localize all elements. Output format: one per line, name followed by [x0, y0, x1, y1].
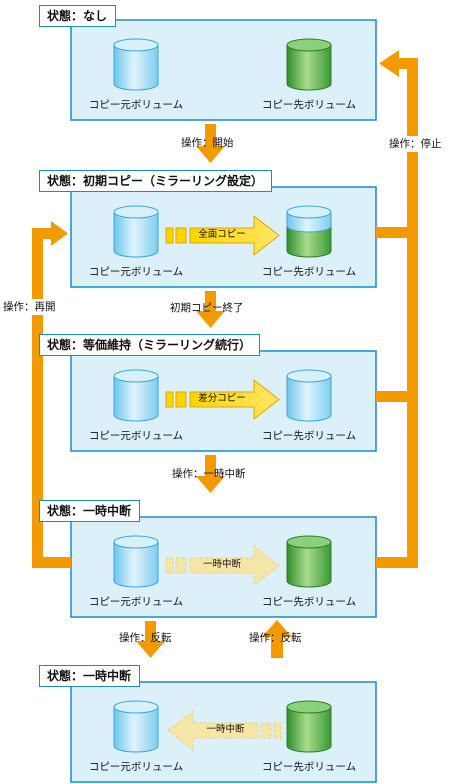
state-title: 状態：初期コピー（ミラーリング設定） [39, 170, 273, 192]
pause-down-arrow [196, 455, 225, 493]
initial-copy-done-label: 初期コピー終了 [170, 302, 244, 314]
reverse-down-arrow [136, 621, 165, 658]
destination-volume-icon [286, 369, 332, 422]
destination-volume-icon [286, 535, 332, 588]
stop-operation-label: 操作：停止 [387, 136, 444, 152]
source-volume-icon [113, 369, 159, 422]
source-volume-label: コピー元ボリューム [88, 761, 184, 773]
source-volume-label: コピー元ボリューム [88, 266, 184, 278]
stop-flow-arrow [376, 50, 418, 568]
source-volume-icon [113, 700, 159, 753]
paused-reverse-arrow [167, 709, 282, 752]
state-title: 状態：一時中断 [39, 665, 141, 687]
source-volume-label: コピー元ボリューム [88, 99, 184, 111]
source-volume-icon [113, 205, 159, 258]
paused-copy-arrow [165, 544, 280, 587]
destination-volume-label: コピー先ボリューム [261, 761, 357, 773]
differential-copy-arrow [165, 378, 280, 421]
initial-copy-done-down-arrow [196, 291, 225, 328]
source-volume-icon [113, 535, 159, 588]
reverse-operation-label-left: 操作：反転 [119, 632, 172, 644]
state-title: 状態：等価維持（ミラーリング続行） [39, 334, 261, 356]
pause-operation-label: 操作：一時中断 [172, 468, 246, 480]
full-copy-arrow [165, 214, 280, 257]
state-title: 状態：なし [39, 5, 117, 27]
destination-volume-label: コピー先ボリューム [261, 430, 357, 442]
paused-copy-label: 一時中断 [202, 559, 241, 570]
resume-flow-arrow [32, 221, 71, 568]
destination-volume-label: コピー先ボリューム [261, 596, 357, 608]
state-title: 状態：一時中断 [39, 500, 141, 522]
destination-volume-label: コピー先ボリューム [261, 99, 357, 111]
destination-volume-icon [286, 38, 332, 91]
reverse-up-arrow [262, 620, 292, 658]
destination-volume-label: コピー先ボリューム [261, 266, 357, 278]
start-operation-label: 操作：開始 [181, 137, 234, 149]
source-volume-label: コピー元ボリューム [88, 596, 184, 608]
differential-copy-label: 差分コピー [198, 393, 246, 404]
reverse-operation-label-right: 操作：反転 [249, 632, 302, 644]
resume-operation-label: 操作：再開 [1, 299, 58, 315]
source-volume-icon [113, 38, 159, 91]
destination-volume-icon [286, 205, 332, 258]
source-volume-label: コピー元ボリューム [88, 430, 184, 442]
full-copy-label: 全面コピー [198, 229, 246, 240]
paused-reverse-label: 一時中断 [206, 724, 245, 735]
start-down-arrow [196, 124, 225, 163]
destination-volume-icon [286, 700, 332, 753]
